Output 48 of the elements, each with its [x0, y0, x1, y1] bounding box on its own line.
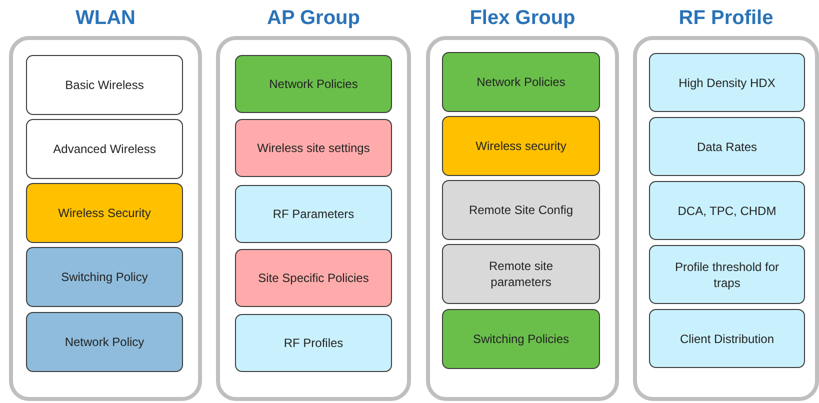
box-label: Site Specific Policies [258, 270, 369, 286]
column-heading: Flex Group [468, 6, 576, 31]
group-panel [426, 36, 619, 401]
box-label: Data Rates [696, 138, 758, 154]
category-box [235, 185, 392, 243]
category-box [649, 309, 805, 368]
column-heading: AP Group [266, 6, 361, 31]
category-box [26, 55, 183, 115]
category-box [235, 314, 392, 372]
category-box [235, 55, 392, 113]
box-label: Remote site parameters [488, 258, 554, 290]
category-box [442, 244, 600, 304]
box-label: Wireless site settings [257, 140, 370, 156]
category-box [442, 52, 600, 112]
box-label: Client Distribution [680, 330, 774, 346]
column-heading: RF Profile [678, 6, 774, 31]
box-label: Wireless security [476, 138, 566, 154]
category-box [26, 247, 183, 307]
box-label: DCA, TPC, CHDM [678, 202, 776, 218]
box-label: Wireless Security [58, 205, 151, 221]
box-label: Profile threshold for traps [674, 258, 780, 290]
group-panel [9, 36, 202, 401]
category-box [442, 116, 600, 176]
category-box [235, 249, 392, 307]
category-box [235, 119, 392, 177]
box-label: High Density HDX [678, 74, 776, 90]
box-label: Switching Policy [61, 269, 148, 285]
category-box [26, 183, 183, 243]
category-box [649, 245, 805, 304]
box-label: Network Policy [64, 334, 144, 350]
box-label: Network Policies [476, 74, 566, 90]
box-label: Switching Policies [472, 331, 570, 347]
category-box [442, 309, 600, 369]
column-heading: WLAN [74, 6, 136, 31]
category-box [649, 117, 805, 176]
box-label: Network Policies [269, 76, 358, 92]
category-box [442, 180, 600, 240]
category-box [26, 119, 183, 179]
category-box [649, 181, 805, 240]
box-label: Advanced Wireless [53, 141, 156, 157]
group-panel [216, 36, 411, 401]
box-label: RF Parameters [272, 206, 354, 222]
box-label: RF Profiles [284, 335, 344, 351]
box-label: Basic Wireless [65, 77, 144, 93]
category-box [26, 312, 183, 372]
category-box [649, 53, 805, 112]
group-panel [633, 36, 819, 401]
box-label: Remote Site Config [468, 202, 574, 218]
